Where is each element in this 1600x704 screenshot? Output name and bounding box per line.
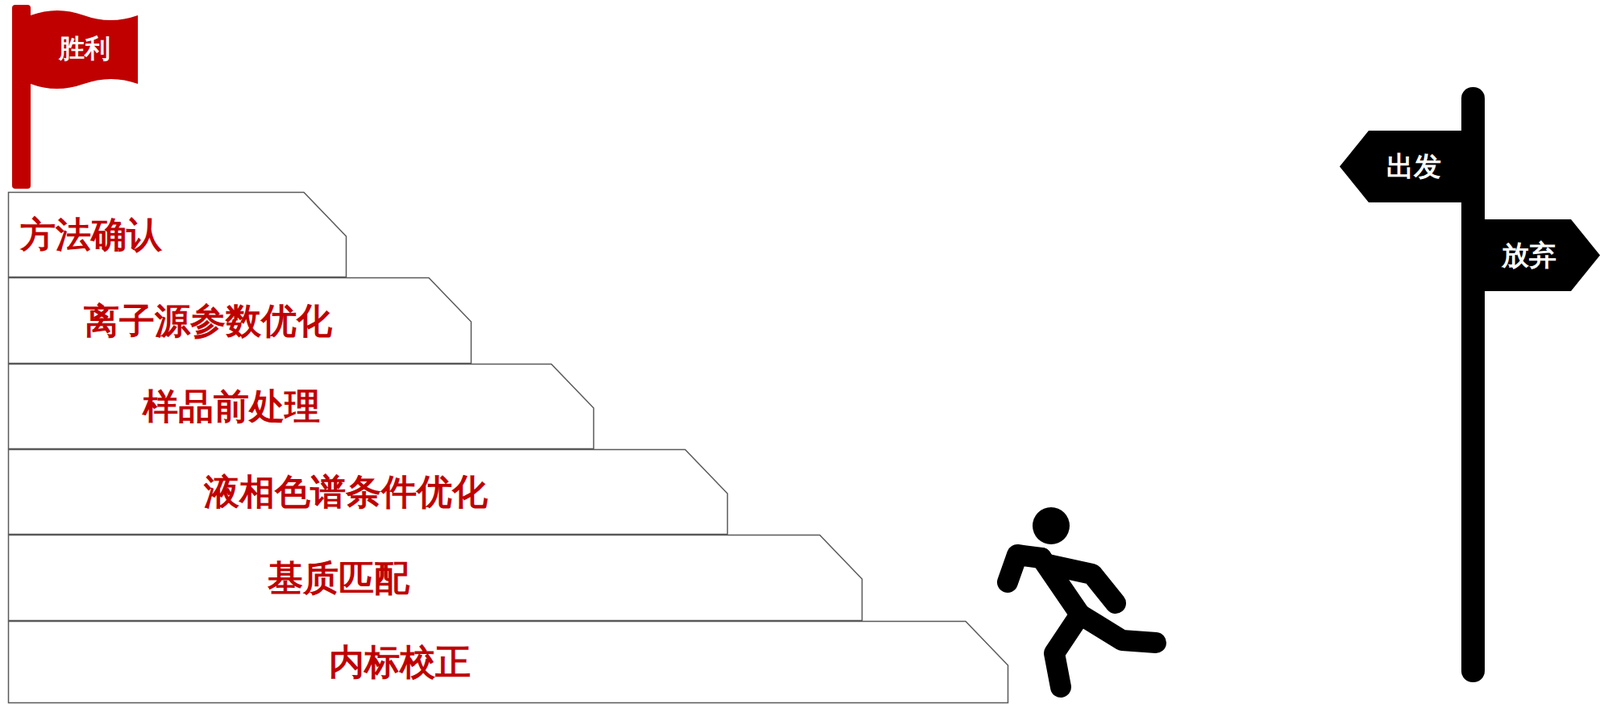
sign-arrow-shape bbox=[1339, 130, 1465, 203]
stair-step-shape bbox=[8, 449, 728, 535]
signpost-pole bbox=[1461, 87, 1485, 682]
runner-leg bbox=[1054, 614, 1081, 687]
step-label: 液相色谱条件优化 bbox=[203, 468, 488, 516]
flag-pole bbox=[12, 4, 31, 189]
stair-step-outline bbox=[8, 620, 1009, 703]
runner-head bbox=[1032, 507, 1070, 545]
stair-step-shape bbox=[8, 278, 472, 364]
stair-step-shape bbox=[8, 192, 347, 278]
stair-step: 样品前处理 bbox=[8, 363, 595, 449]
sign-arrow: 出发 bbox=[1339, 130, 1465, 203]
runner-arm bbox=[1007, 554, 1042, 582]
stair-step: 离子源参数优化 bbox=[8, 277, 472, 364]
step-label: 方法确认 bbox=[20, 211, 163, 259]
sign-arrow-shape bbox=[1479, 219, 1600, 291]
step-label: 样品前处理 bbox=[142, 382, 320, 431]
sign-label: 出发 bbox=[1386, 148, 1442, 186]
sign-label: 放弃 bbox=[1501, 236, 1557, 275]
victory-flag-shape bbox=[30, 10, 138, 89]
step-label: 基质匹配 bbox=[267, 553, 410, 602]
step-label: 离子源参数优化 bbox=[83, 296, 333, 345]
victory-flag: 胜利 bbox=[30, 10, 138, 88]
runner-arm bbox=[1047, 564, 1116, 603]
sign-arrow: 放弃 bbox=[1479, 219, 1600, 291]
stair-step: 基质匹配 bbox=[8, 534, 863, 621]
stair-step: 方法确认 bbox=[8, 191, 347, 278]
step-label: 内标校正 bbox=[328, 638, 471, 686]
stair-step-shape bbox=[8, 535, 863, 621]
runner-leg bbox=[1080, 614, 1156, 643]
stair-step-shape bbox=[8, 621, 1009, 703]
stair-step-shape bbox=[8, 364, 595, 449]
stair-step: 内标校正 bbox=[8, 620, 1009, 703]
stair-step: 液相色谱条件优化 bbox=[8, 448, 728, 535]
flag-label: 胜利 bbox=[58, 31, 111, 67]
running-man bbox=[1007, 507, 1156, 687]
stair-step-outline bbox=[8, 534, 863, 621]
